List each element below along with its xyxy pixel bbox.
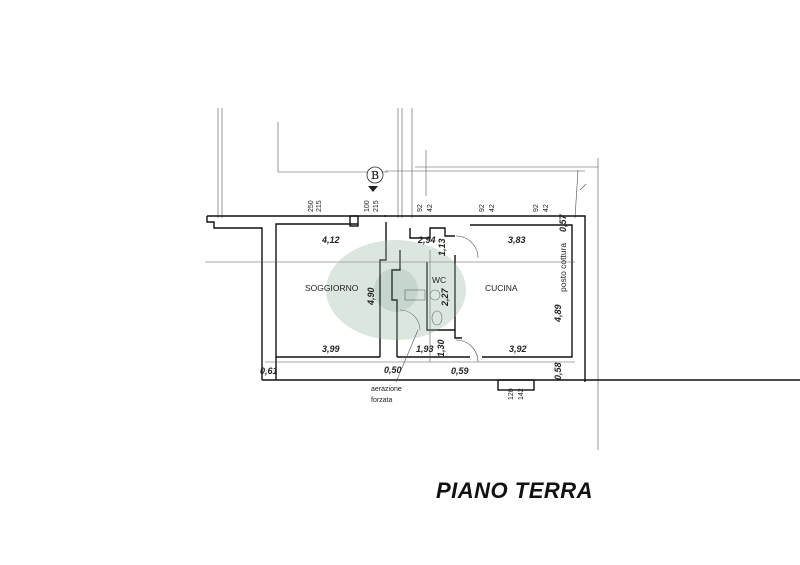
- door-swings: [399, 235, 479, 363]
- svg-text:3,92: 3,92: [509, 344, 527, 354]
- svg-text:0,61: 0,61: [260, 366, 278, 376]
- note-line2: forzata: [371, 397, 393, 404]
- svg-text:215: 215: [373, 200, 380, 212]
- svg-text:42: 42: [489, 204, 496, 212]
- wc-fixtures: [404, 289, 443, 326]
- svg-text:0,50: 0,50: [384, 365, 402, 375]
- context-lines: [217, 108, 599, 450]
- svg-text:42: 42: [543, 204, 550, 212]
- svg-text:0,57: 0,57: [558, 213, 568, 232]
- svg-text:250: 250: [308, 200, 315, 212]
- svg-text:0,59: 0,59: [451, 366, 469, 376]
- svg-text:3,99: 3,99: [322, 344, 340, 354]
- cooking-area-label: posto cottura: [558, 243, 568, 292]
- svg-text:3,83: 3,83: [508, 235, 526, 245]
- svg-text:92: 92: [533, 204, 540, 212]
- svg-text:0,58: 0,58: [553, 362, 563, 380]
- svg-text:2,27: 2,27: [440, 287, 450, 307]
- svg-text:42: 42: [427, 204, 434, 212]
- svg-text:1,30: 1,30: [436, 339, 446, 357]
- room-kitchen: CUCINA: [485, 283, 518, 293]
- svg-text:4,12: 4,12: [321, 235, 340, 245]
- svg-text:142: 142: [518, 388, 525, 400]
- svg-text:2,94: 2,94: [417, 235, 436, 245]
- note-leader: [395, 329, 419, 383]
- watermark-logo: [326, 240, 466, 340]
- svg-text:92: 92: [479, 204, 486, 212]
- svg-text:B: B: [371, 169, 379, 182]
- walls: [205, 215, 800, 391]
- svg-text:120: 120: [508, 388, 515, 400]
- dimension-labels: 4,12 2,94 3,83 0,57 1,13 4,90 2,27 4,89 …: [260, 213, 568, 380]
- svg-text:92: 92: [417, 204, 424, 212]
- svg-text:1,13: 1,13: [437, 238, 447, 256]
- plan-title: PIANO TERRA: [436, 478, 594, 503]
- svg-text:1,93: 1,93: [416, 344, 434, 354]
- section-marker: B: [366, 166, 384, 192]
- opening-labels: 250 215 100 215 92 42 92 42 92 42 120 14…: [308, 200, 550, 400]
- svg-text:215: 215: [316, 200, 323, 212]
- svg-text:4,89: 4,89: [553, 304, 563, 323]
- svg-text:100: 100: [364, 200, 371, 212]
- room-wc: WC: [432, 275, 446, 285]
- svg-text:4,90: 4,90: [366, 287, 376, 306]
- note-line1: aerazione: [371, 386, 402, 393]
- arrow-down-icon: [368, 186, 378, 192]
- room-living: SOGGIORNO: [305, 283, 359, 293]
